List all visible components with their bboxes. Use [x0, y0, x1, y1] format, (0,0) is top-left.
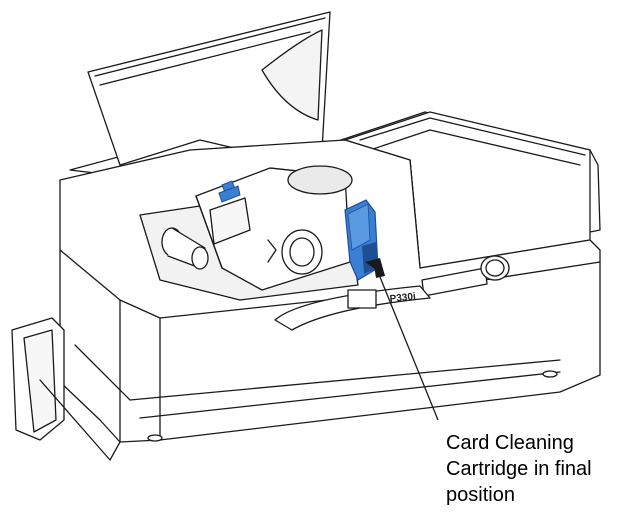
printer-lid: [88, 12, 330, 165]
callout-line-3: position: [446, 482, 592, 508]
callout-label: Card Cleaning Cartridge in final positio…: [446, 430, 592, 508]
callout-line-2: Cartridge in final: [446, 456, 592, 482]
callout-line-1: Card Cleaning: [446, 430, 592, 456]
